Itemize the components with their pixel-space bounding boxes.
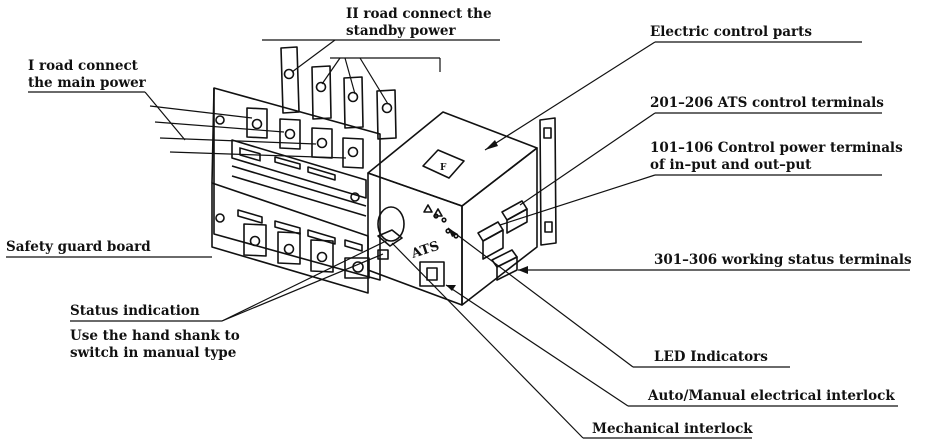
mounting-bracket xyxy=(539,117,557,246)
label-working-status: 301–306 working status terminals xyxy=(654,252,912,268)
button-mark: F xyxy=(440,163,447,173)
output-terminals xyxy=(243,223,334,273)
label-mechanical-interlock: Mechanical interlock xyxy=(592,421,753,437)
arrow-heads xyxy=(446,140,528,291)
label-safety-guard: Safety guard board xyxy=(6,239,151,255)
label-control-power-line2: of in–put and out–put xyxy=(650,157,812,173)
label-electric-control: Electric control parts xyxy=(650,24,812,40)
label-standby-power-line2: standby power xyxy=(346,23,456,39)
control-box xyxy=(367,111,538,306)
label-status-indication: Status indication xyxy=(70,303,200,319)
label-led-indicators: LED Indicators xyxy=(654,349,768,365)
label-standby-power: II road connect the standby power xyxy=(346,6,492,40)
label-hand-shank: Use the hand shank to switch in manual t… xyxy=(70,328,240,362)
label-auto-manual-interlock: Auto/Manual electrical interlock xyxy=(648,388,895,404)
leader-lines xyxy=(6,39,910,439)
label-ats-control-terminals: 201–206 ATS control terminals xyxy=(650,95,884,111)
label-hand-shank-line2: switch in manual type xyxy=(70,345,237,361)
label-control-power-line1: 101–106 Control power terminals xyxy=(650,140,903,156)
label-main-power: I road connect the main power xyxy=(28,58,146,92)
main-power-terminals xyxy=(246,107,364,169)
side-terminal-blocks xyxy=(477,200,528,281)
label-main-power-line2: the main power xyxy=(28,75,146,91)
ats-label: ATS xyxy=(409,239,442,262)
switch-body xyxy=(211,87,381,294)
label-hand-shank-line1: Use the hand shank to xyxy=(70,328,240,344)
label-control-power-terminals: 101–106 Control power terminals of in–pu… xyxy=(650,140,903,174)
label-standby-power-line1: II road connect the xyxy=(346,6,492,22)
label-main-power-line1: I road connect xyxy=(28,58,138,74)
